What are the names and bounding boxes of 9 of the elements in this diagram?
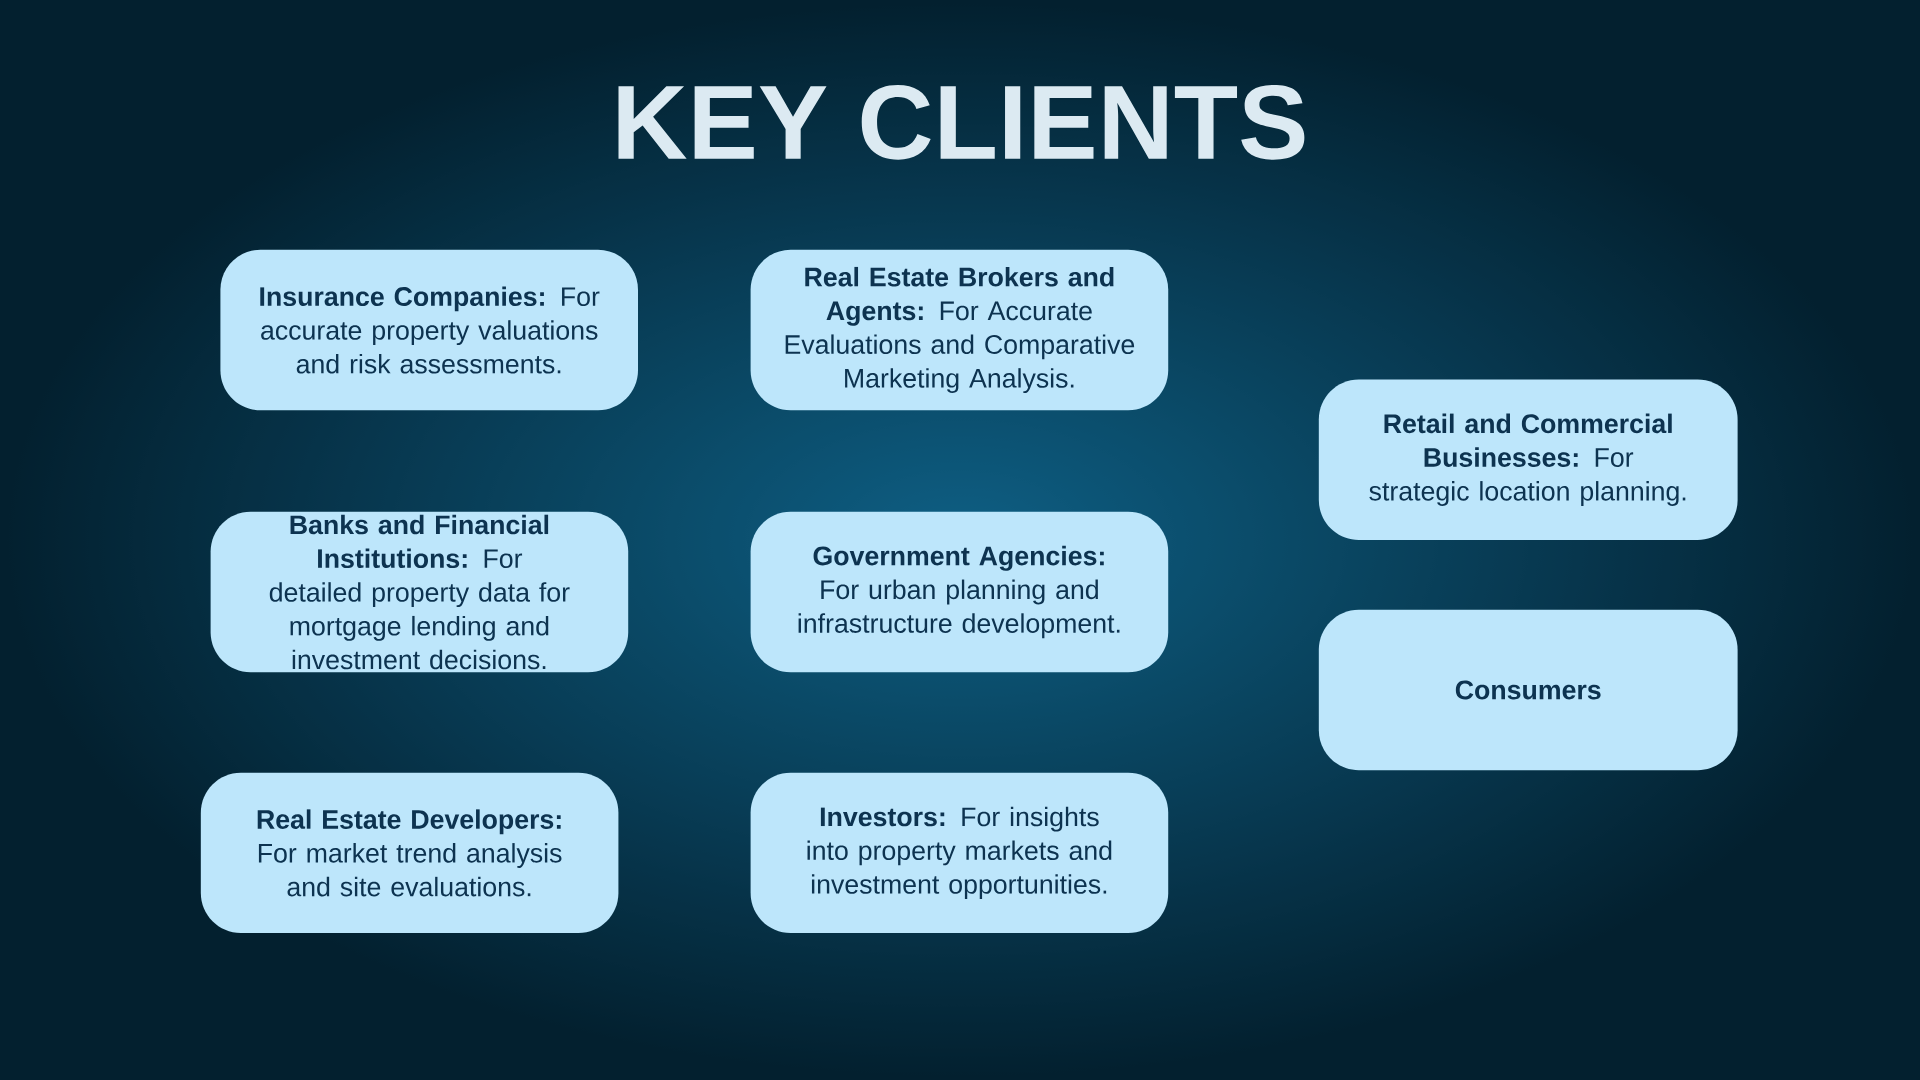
client-box: Retail and Commercial Businesses: For strategic location planning. — [1318, 379, 1738, 540]
title: KEY CLIENTS — [618, 85, 1305, 160]
client-box: Insurance Companies: For accurate property valuations and risk assessments. — [220, 249, 638, 411]
client-box: Real Estate Developers: For market trend analysis and site evaluations. — [200, 772, 619, 934]
client-box: Banks and Financial Institutions: For detailed property data for mortgage lending and investment decisions. — [210, 511, 629, 673]
client-box: Consumers — [1318, 609, 1738, 771]
client-box: Government Agencies: For urban planning and infrastructure development. — [750, 511, 1169, 673]
client-box: Real Estate Brokers and Agents: For Accurate Evaluations and Comparative Marketing Analysis. — [750, 249, 1169, 411]
client-box: Investors: For insights into property markets and investment opportunities. — [750, 772, 1169, 934]
